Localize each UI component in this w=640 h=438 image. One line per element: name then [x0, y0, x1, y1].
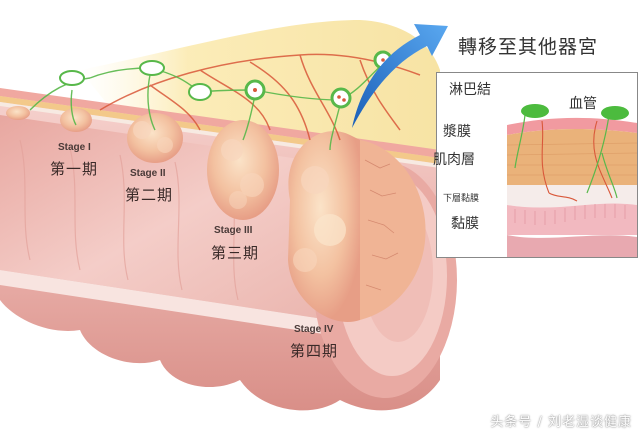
stage-4-en-label: Stage IV: [294, 324, 334, 335]
blood-vessel-label: 血管: [569, 96, 597, 112]
tumor-stage-4: [288, 131, 426, 322]
metastasis-arrow-icon: [352, 24, 448, 128]
stage-3-en-label: Stage III: [214, 225, 253, 236]
serosa-label: 漿膜: [443, 124, 471, 140]
inset-blood-vessel-node-icon: [601, 106, 629, 120]
stage-1-zh-label: 第一期: [50, 160, 99, 178]
tumor-stage-1: [6, 106, 92, 132]
wall-layers-inset: 淋巴結 血管 漿膜 肌肉層 下層黏膜 黏膜: [433, 72, 638, 258]
lymph-nodes: [59, 50, 393, 109]
stage-1-en-label: Stage I: [58, 142, 91, 153]
wall-layers-diagram: [506, 104, 637, 257]
inset-lymph-node-icon: [521, 104, 549, 118]
stage-4-zh-label: 第四期: [290, 342, 339, 360]
stage-2-en-label: Stage II: [130, 168, 166, 179]
tumor-stage-3: [207, 120, 279, 220]
submucosa-label: 下層黏膜: [443, 194, 480, 204]
mucosa-label: 黏膜: [451, 216, 479, 232]
cut-edge: [0, 270, 330, 335]
muscle-layer-label: 肌肉層: [433, 152, 475, 168]
lymph-node-label: 淋巴結: [449, 82, 491, 98]
tumor-stage-2: [127, 113, 183, 163]
watermark-text: 头条号 / 刘老湿谈健康: [490, 415, 632, 430]
stage-2-zh-label: 第二期: [125, 186, 174, 204]
stage-3-zh-label: 第三期: [211, 244, 260, 262]
metastasis-title: 轉移至其他器宮: [458, 36, 599, 58]
